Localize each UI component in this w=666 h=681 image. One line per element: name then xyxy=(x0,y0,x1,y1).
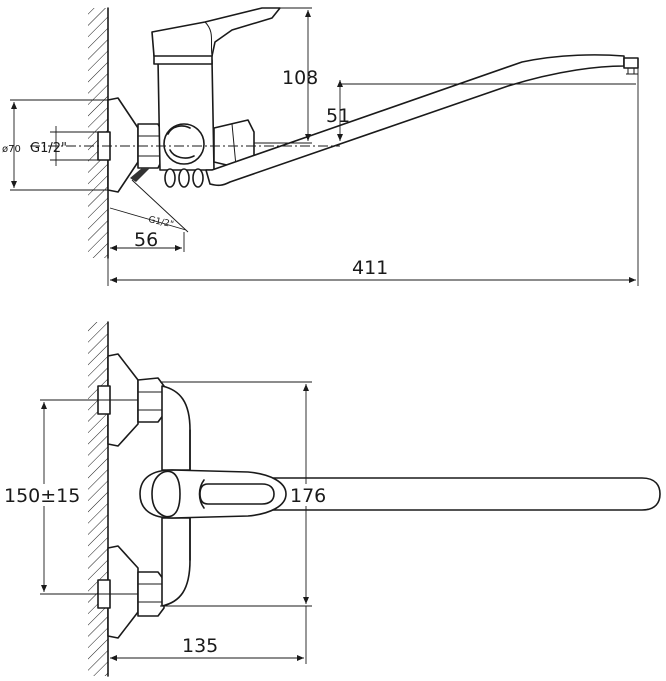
dim-176: 176 xyxy=(160,381,328,607)
mixer-body-top xyxy=(161,385,191,471)
wall-top xyxy=(88,321,109,677)
label-51: 51 xyxy=(326,105,350,127)
dim-108: 108 xyxy=(254,7,318,144)
upper-nut xyxy=(137,377,165,423)
dim-135: 135 xyxy=(110,606,307,664)
lever-grip-slot xyxy=(199,483,275,505)
dim-56: 56 xyxy=(110,229,185,252)
side-view: 108 51 ø70 G1/2" G1/2" xyxy=(2,7,639,286)
label-thread-left: G1/2" xyxy=(30,141,67,156)
label-108: 108 xyxy=(282,67,318,89)
label-176: 176 xyxy=(290,485,326,507)
spout-top xyxy=(259,477,661,511)
dim-150: 150±15 xyxy=(2,399,138,595)
top-view: 150±15 176 135 xyxy=(2,321,661,677)
label-thread-bottom: G1/2" xyxy=(147,215,174,230)
spout xyxy=(205,54,625,187)
label-411: 411 xyxy=(352,257,388,279)
dim-thread-left: G1/2" xyxy=(30,126,98,166)
lower-flange xyxy=(107,545,139,639)
eccentric-connector xyxy=(130,168,150,182)
aerator-tip xyxy=(623,57,639,69)
dim-51: 51 xyxy=(326,80,636,141)
lower-nut xyxy=(137,571,165,617)
dim-diameter: ø70 xyxy=(2,99,108,191)
label-150: 150±15 xyxy=(4,485,80,507)
label-135: 135 xyxy=(182,635,218,657)
label-56: 56 xyxy=(134,229,158,251)
dim-411: 411 xyxy=(107,257,636,286)
outlet-rings xyxy=(164,168,204,188)
label-diameter: ø70 xyxy=(2,144,21,155)
lever-handle xyxy=(151,7,281,57)
